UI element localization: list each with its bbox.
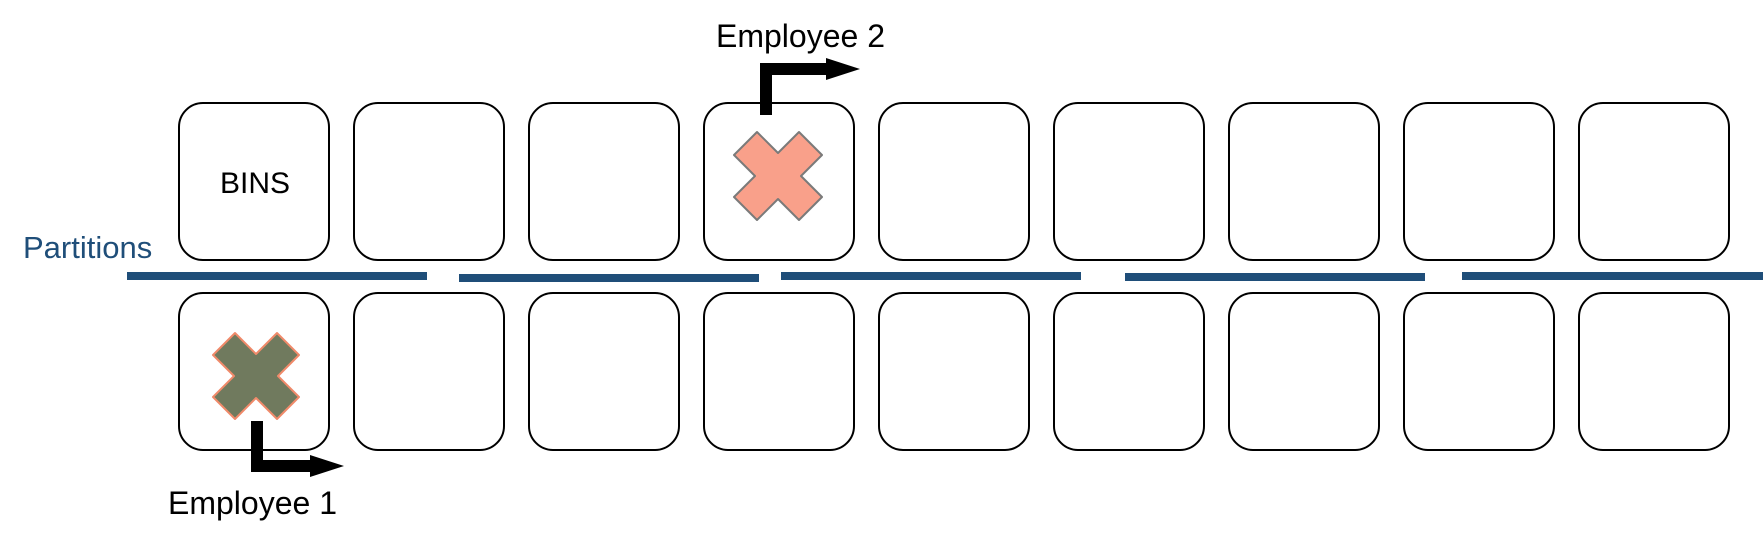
bin-box-top-5 <box>878 102 1030 261</box>
employee-2-marker <box>733 131 823 221</box>
bin-box-bottom-3 <box>528 292 680 451</box>
bin-box-bottom-5 <box>878 292 1030 451</box>
employee-1-arrow <box>251 421 344 477</box>
bottom-bin-row <box>178 292 1730 451</box>
x-marker-icon <box>733 131 823 221</box>
employee-2-arrow <box>760 58 860 115</box>
bin-box-bottom-2 <box>353 292 505 451</box>
top-bin-row <box>178 102 1730 261</box>
employee-2-label: Employee 2 <box>716 18 885 54</box>
employee-1-label: Employee 1 <box>168 485 337 521</box>
employee-1-marker <box>212 332 300 420</box>
bin-box-top-7 <box>1228 102 1380 261</box>
bin-box-top-1 <box>178 102 330 261</box>
bin-box-bottom-9 <box>1578 292 1730 451</box>
bin-box-top-8 <box>1403 102 1555 261</box>
bins-label: BINS <box>220 167 290 200</box>
x-marker-icon <box>212 332 300 420</box>
arrowhead-icon <box>310 455 344 477</box>
bin-box-bottom-8 <box>1403 292 1555 451</box>
arrowhead-icon <box>826 58 860 80</box>
bin-box-top-9 <box>1578 102 1730 261</box>
partition-lines <box>127 272 1763 282</box>
bin-box-bottom-4 <box>703 292 855 451</box>
partitions-label: Partitions <box>23 230 152 265</box>
bin-box-bottom-7 <box>1228 292 1380 451</box>
bin-box-top-2 <box>353 102 505 261</box>
bin-box-top-3 <box>528 102 680 261</box>
bin-box-top-6 <box>1053 102 1205 261</box>
bin-box-bottom-6 <box>1053 292 1205 451</box>
bent-arrow-icon <box>760 63 830 115</box>
bent-arrow-icon <box>251 421 313 472</box>
